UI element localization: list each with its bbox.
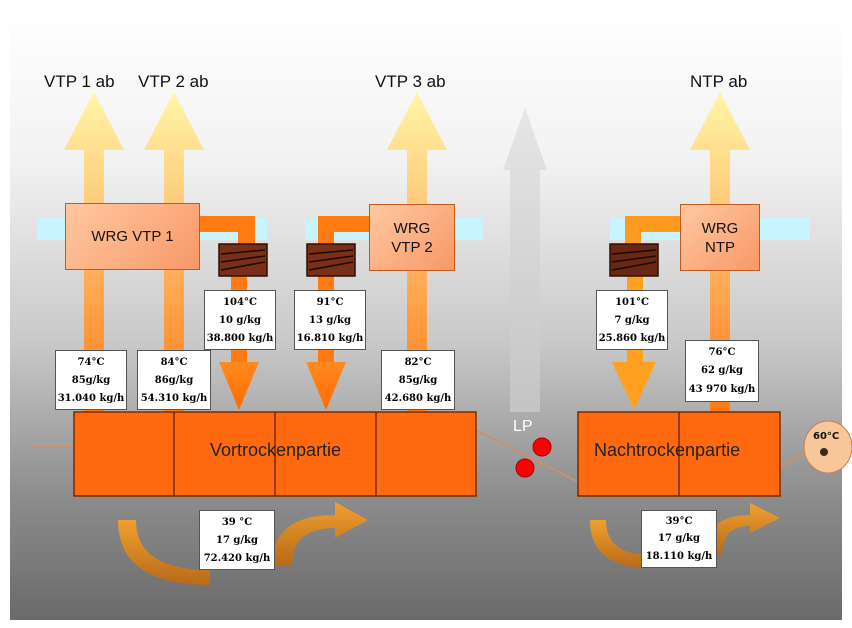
press-roll-top — [532, 437, 552, 457]
exhaust-temp: 82°C — [404, 356, 432, 368]
heater-icon — [218, 243, 268, 277]
exhaust-humidity: 62 g/kg — [701, 365, 743, 377]
wrg-vtp2-unit: WRG VTP 2 — [369, 204, 455, 271]
exhaust-humidity: 86g/kg — [154, 374, 194, 386]
heater-icon — [306, 243, 356, 277]
circulation-box-predryer: 39 °C 17 g/kg 72.420 kg/h — [199, 510, 275, 570]
predryer-label: Vortrockenpartie — [210, 440, 342, 460]
wrg-ntp-unit: WRG NTP — [680, 204, 760, 271]
exhaust-flow: 54.310 kg/h — [140, 392, 208, 404]
supply-air-box-3: 101°C 7 g/kg 25.860 kg/h — [596, 290, 668, 350]
supply-humidity: 10 g/kg — [219, 314, 261, 326]
supply-air-box-1: 104°C 10 g/kg 38.800 kg/h — [204, 290, 276, 350]
exhaust-air-box-ntp: 76°C 62 g/kg 43 970 kg/h — [685, 340, 759, 402]
lp-steam-arrow — [503, 108, 547, 412]
wrg-vtp2-label-line2: VTP 2 — [391, 238, 433, 256]
supply-air-box-2: 91°C 13 g/kg 16.810 kg/h — [294, 290, 366, 350]
supply-duct-1 — [200, 216, 255, 244]
exhaust-label-ntp: NTP ab — [690, 72, 748, 91]
supply-flow: 25.860 kg/h — [598, 332, 666, 344]
supply-arrow-2 — [306, 362, 346, 410]
exhaust-temp: 84°C — [160, 356, 188, 368]
exhaust-temp: 74°C — [77, 356, 105, 368]
exhaust-flow: 43 970 kg/h — [688, 384, 756, 396]
wrg-ntp-label-line1: WRG — [701, 219, 739, 237]
exhaust-air-box-vtp2: 84°C 86g/kg 54.310 kg/h — [137, 350, 211, 410]
wrg-ntp-label-line2: NTP — [705, 238, 735, 256]
supply-duct-3 — [625, 216, 680, 244]
exhaust-temp: 76°C — [708, 346, 736, 358]
exhaust-humidity: 85g/kg — [398, 374, 438, 386]
supply-flow: 38.800 kg/h — [206, 332, 274, 344]
exhaust-flow: 31.040 kg/h — [57, 392, 125, 404]
supply-temp: 104°C — [223, 296, 257, 308]
circulation-flow: 72.420 kg/h — [203, 552, 271, 564]
supply-flow: 16.810 kg/h — [296, 332, 364, 344]
exhaust-air-box-vtp1: 74°C 85g/kg 31.040 kg/h — [55, 350, 127, 410]
supply-temp: 91°C — [316, 296, 344, 308]
press-roll-bottom — [515, 458, 535, 478]
supply-humidity: 13 g/kg — [309, 314, 351, 326]
exhaust-air-box-vtp3: 82°C 85g/kg 42.680 kg/h — [381, 350, 455, 410]
wrg-vtp1-unit: WRG VTP 1 — [65, 203, 200, 270]
circulation-box-afterdryer: 39°C 17 g/kg 18.110 kg/h — [641, 510, 717, 568]
reel-roll — [803, 420, 852, 474]
supply-arrow-3 — [612, 362, 656, 410]
circulation-temp: 39 °C — [221, 516, 253, 528]
circulation-arrow-right — [590, 520, 650, 568]
circulation-arrow-left — [118, 520, 210, 585]
paper-web-mid — [475, 429, 579, 483]
supply-temp: 101°C — [615, 296, 649, 308]
heater-icon — [609, 243, 659, 277]
exhaust-label-vtp1: VTP 1 ab — [44, 72, 115, 91]
circulation-humidity: 17 g/kg — [658, 533, 700, 545]
supply-humidity: 7 g/kg — [614, 314, 650, 326]
circulation-arrow-left-return — [272, 502, 368, 565]
exhaust-label-vtp2: VTP 2 ab — [138, 72, 209, 91]
circulation-humidity: 17 g/kg — [216, 534, 258, 546]
exhaust-label-vtp3: VTP 3 ab — [375, 72, 446, 91]
reel-core — [820, 448, 828, 456]
reel-temp-label: 60°C — [813, 431, 840, 442]
afterdryer-label: Nachtrockenpartie — [594, 440, 741, 460]
lp-label: LP — [513, 418, 533, 435]
supply-arrow-1 — [219, 362, 259, 410]
exhaust-flow: 42.680 kg/h — [384, 392, 452, 404]
circulation-flow: 18.110 kg/h — [645, 550, 713, 562]
circulation-temp: 39°C — [665, 516, 693, 528]
circulation-arrow-right-return — [705, 503, 780, 555]
exhaust-humidity: 85g/kg — [71, 374, 111, 386]
wrg-vtp2-label-line1: WRG — [393, 219, 431, 237]
wrg-vtp1-label: WRG VTP 1 — [91, 228, 174, 245]
supply-duct-2 — [318, 216, 370, 244]
